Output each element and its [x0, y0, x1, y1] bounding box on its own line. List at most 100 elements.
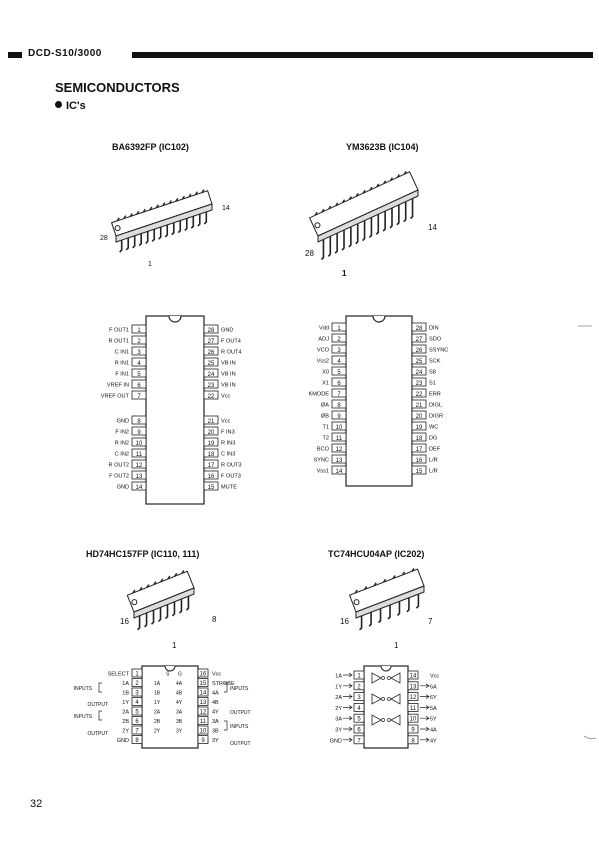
pin-box [203, 459, 219, 469]
pin-number-label: 28 [100, 235, 108, 242]
pinout-ba6392fp-notch [168, 315, 182, 323]
pin-number-label: 3 [337, 348, 341, 354]
pin-label-left: F OUT1 [109, 328, 129, 334]
inverter-symbol [390, 672, 401, 684]
pin-number-label: 9 [201, 738, 205, 744]
package-ym3623b-lead [334, 233, 338, 254]
package-ba6392fp-lead [177, 220, 182, 234]
pin-label-right: L/R [429, 469, 438, 475]
pin-label-right: SSYNC [429, 348, 448, 354]
package-ym3623b-lead [396, 204, 400, 226]
pin-number-label: 12 [136, 463, 143, 469]
package-hd74hc157fp-lead [137, 615, 141, 631]
pin-number-label: 3 [137, 350, 141, 356]
pin-label-right: R OUT4 [221, 350, 242, 356]
pin-number-label: 1 [357, 674, 361, 680]
pin-number-label: 15 [200, 681, 207, 687]
pin-number-label: 15 [208, 485, 215, 491]
pin-box [197, 678, 209, 687]
pin-box [203, 357, 219, 367]
pin-number-label: 16 [200, 672, 207, 678]
pin-label-left: R OUT1 [108, 339, 129, 345]
inner-label: S [166, 672, 170, 678]
pin-box [131, 368, 147, 378]
pin-box [331, 366, 347, 376]
pin-number-label: 4 [357, 706, 361, 712]
package-hd74hc157fp-lead [164, 604, 169, 620]
arrow-icon [343, 694, 353, 699]
pin-box [331, 344, 347, 354]
pin-label-right: DG [429, 436, 437, 442]
pin-number-label: 13 [200, 700, 207, 706]
arrow-icon [343, 737, 353, 743]
pin-box [197, 687, 209, 697]
inverter-symbol [371, 693, 382, 705]
package-tc74hcu04ap-lead [396, 601, 401, 616]
arrow-icon [420, 715, 430, 721]
pin-box [331, 410, 347, 420]
pin-box [411, 344, 427, 354]
pin-box [197, 697, 209, 706]
package-ym3623b-lead [328, 205, 332, 210]
pin-box [331, 421, 347, 431]
package-ba6392fp-lead [155, 204, 159, 209]
subsection-title: IC's [55, 100, 86, 112]
pin-label-right: DIN [429, 326, 439, 332]
package-tc74hcu04ap-lead [401, 571, 406, 576]
arrow-icon [420, 683, 430, 689]
package-hd74hc157fp-side [133, 587, 195, 619]
pin-box [203, 379, 219, 389]
package-tc74hcu04ap-lead [373, 582, 377, 587]
pin-number-label: 1 [137, 328, 141, 334]
pin-label-left: C IN2 [115, 452, 129, 458]
pin-box [331, 465, 347, 475]
pin-number-label: 6 [357, 728, 361, 734]
pin-number-label: 17 [208, 463, 215, 469]
package-ba6392fp-lead [142, 208, 146, 213]
inverter-bubble [387, 676, 391, 680]
pin-label-left: 1Y [122, 700, 129, 706]
pin-box [411, 454, 427, 464]
package-hd74hc157fp-lead [160, 578, 164, 583]
package-ba6392fp-lead [138, 233, 143, 247]
pin-number-label: 18 [208, 452, 215, 458]
pin-label-left: GND [330, 738, 342, 744]
pin-label-left: GND [117, 485, 129, 491]
package-tc74hcu04ap-lead [359, 615, 363, 631]
pin-label-right: VB IN [221, 383, 236, 389]
pin-number-label: 7 [137, 394, 141, 400]
pin-box [407, 681, 419, 691]
pin-label-right: GND [221, 328, 233, 334]
package-ym3623b-lead [321, 208, 325, 213]
pin-box [131, 668, 143, 678]
pin-box [353, 692, 365, 701]
pin-label-right: C IN3 [221, 452, 235, 458]
pin-box [331, 432, 347, 442]
pin-label-right: WC [429, 425, 438, 431]
pin-label-left: Vss1 [317, 469, 329, 475]
pin-label-left: X0 [322, 370, 329, 376]
pin-label-right: 3Y [212, 738, 219, 744]
group-label: INPUTS [230, 724, 249, 730]
pin-box [203, 481, 219, 491]
package-ba6392fp-lead [171, 222, 175, 236]
brace [98, 710, 102, 721]
package-tc74hcu04ap-lead [387, 605, 391, 620]
pin-box [197, 668, 209, 678]
pin-box [411, 355, 427, 365]
pin-label-left: F IN2 [115, 430, 129, 436]
pin-box [353, 703, 365, 712]
pin-label-right: MUTE [221, 485, 237, 491]
package-ym3623b-lead [396, 174, 400, 178]
package-hd74hc157fp-lead [174, 572, 178, 577]
pin-number-label: 2 [357, 684, 361, 690]
package-hd74hc157fp-lead [150, 610, 155, 625]
package-ba6392fp-lead [181, 195, 185, 200]
pin-box [203, 346, 219, 356]
pin-box [411, 443, 427, 453]
pin-number-label: 12 [336, 447, 343, 453]
